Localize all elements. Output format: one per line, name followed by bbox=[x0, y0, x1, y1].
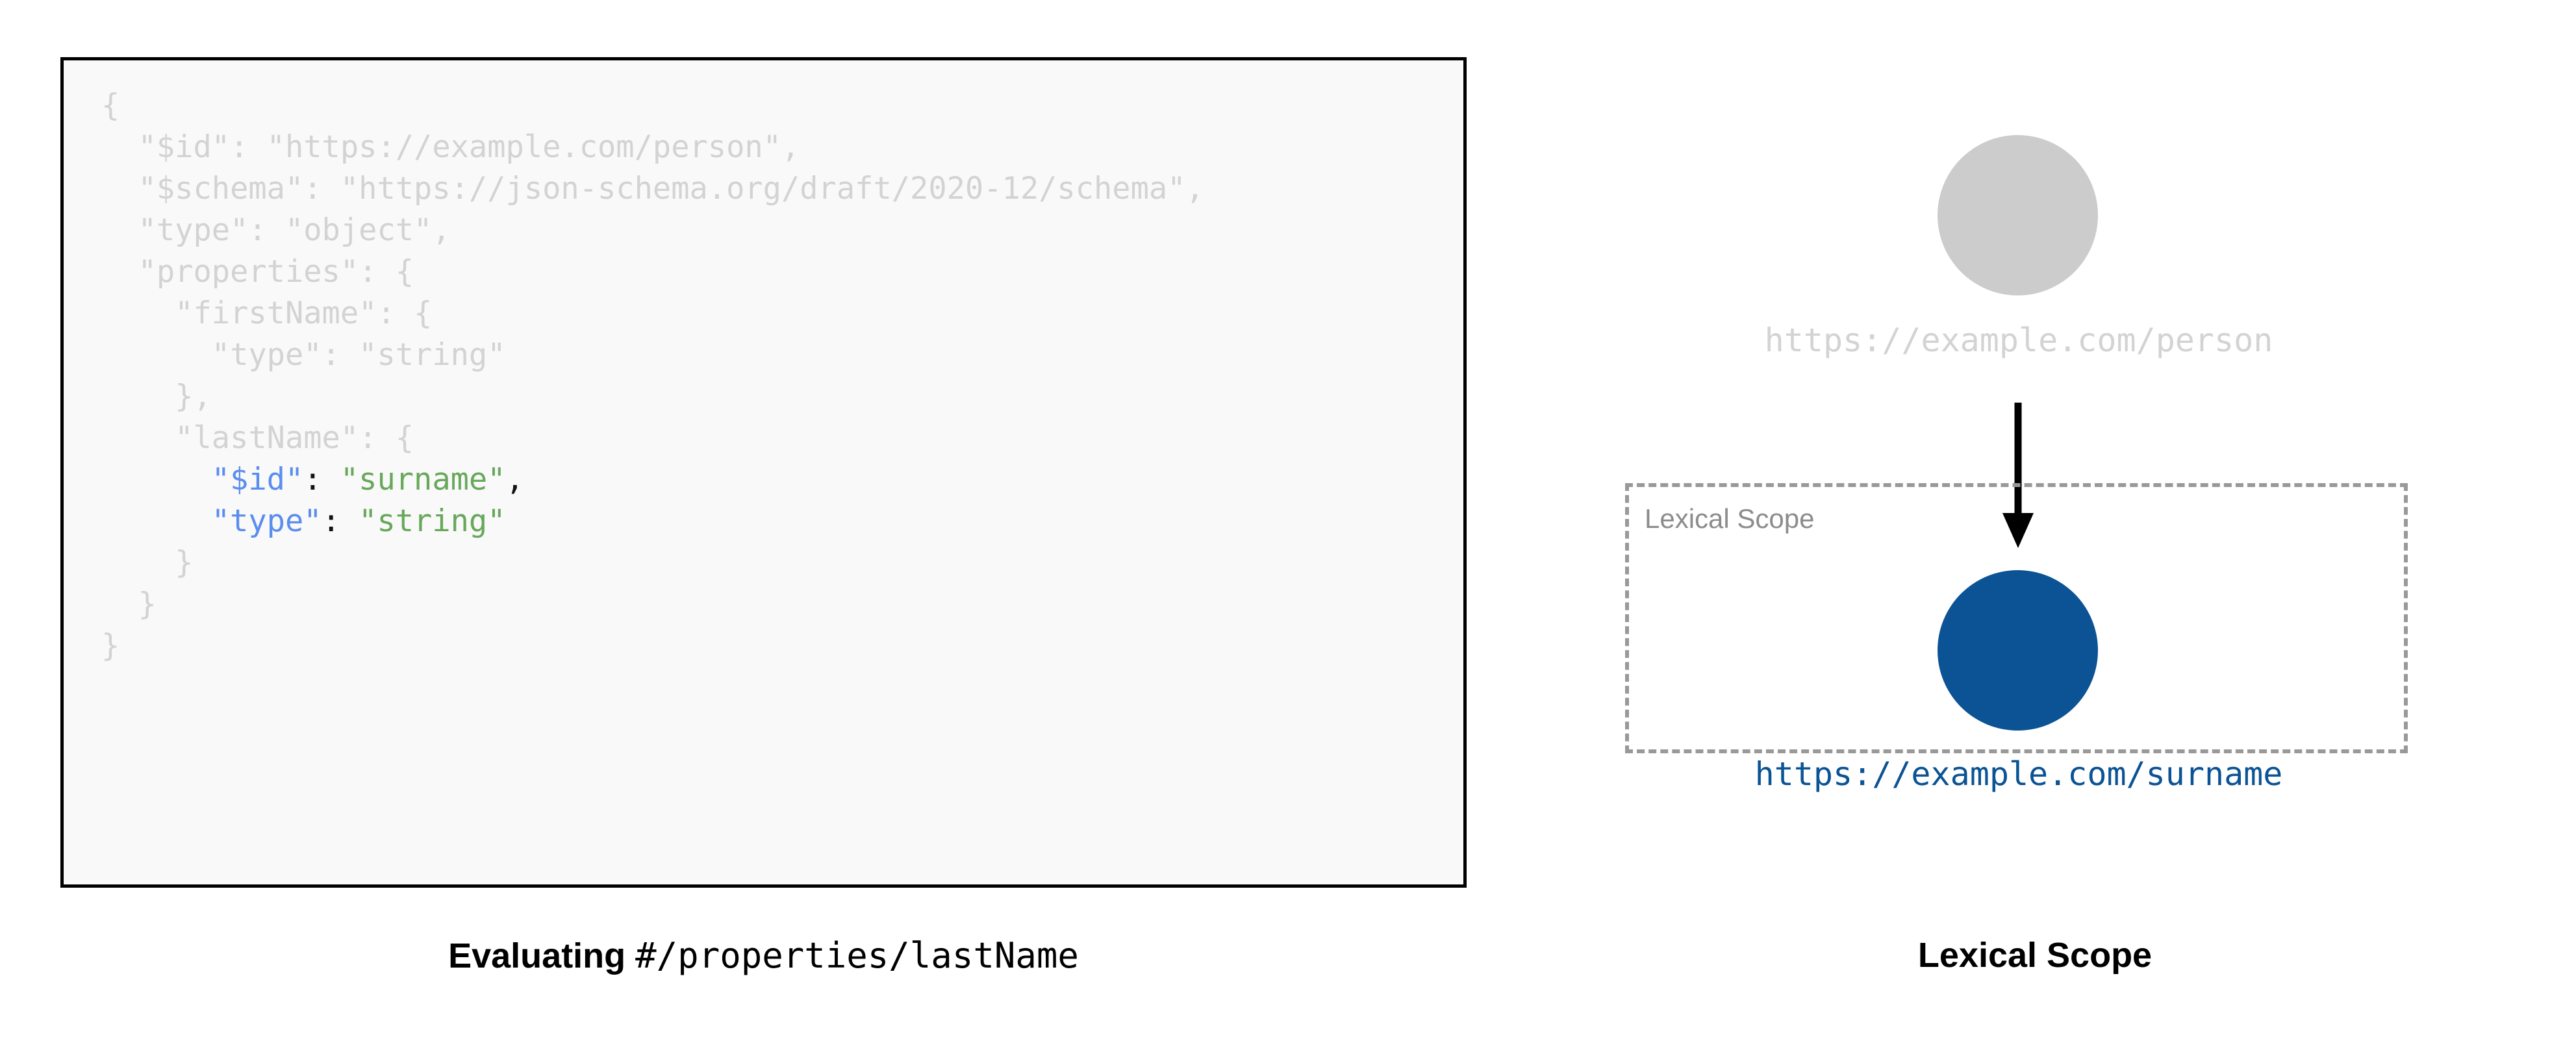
code-text: { bbox=[101, 88, 120, 123]
code-line: "firstName": { bbox=[101, 293, 1204, 334]
code-text: "$id": "https://example.com/person", bbox=[138, 129, 800, 165]
code-text: "firstName": { bbox=[175, 295, 433, 331]
code-line-highlighted: "type": "string" bbox=[101, 501, 1204, 542]
code-text: }, bbox=[175, 379, 212, 414]
code-line: } bbox=[101, 625, 1204, 667]
lexical-scope-boundary bbox=[1625, 483, 2408, 753]
code-trailing: , bbox=[505, 462, 524, 497]
scoped-node-label: https://example.com/surname bbox=[1754, 755, 2283, 793]
code-text: } bbox=[138, 586, 157, 622]
code-text: } bbox=[101, 628, 120, 664]
scoped-node-circle-icon bbox=[1938, 570, 2098, 731]
down-arrow-icon bbox=[2002, 403, 2034, 548]
code-value: "surname" bbox=[340, 462, 506, 497]
code-key: "type" bbox=[211, 503, 322, 539]
code-line: } bbox=[101, 584, 1204, 625]
code-line: "properties": { bbox=[101, 251, 1204, 293]
lexical-scope-boundary-label: Lexical Scope bbox=[1645, 503, 1815, 534]
root-node-circle-icon bbox=[1938, 135, 2098, 295]
left-caption-pointer: #/properties/lastName bbox=[635, 935, 1079, 976]
code-value: "string" bbox=[359, 503, 506, 539]
code-line: "type": "string" bbox=[101, 334, 1204, 376]
code-line: { bbox=[101, 85, 1204, 127]
code-text: "$schema": "https://json-schema.org/draf… bbox=[138, 171, 1204, 207]
code-separator: : bbox=[303, 462, 340, 497]
code-text: "properties": { bbox=[138, 254, 414, 290]
code-line: "lastName": { bbox=[101, 418, 1204, 459]
root-node-label: https://example.com/person bbox=[1764, 321, 2273, 359]
code-text: "type": "object", bbox=[138, 212, 451, 248]
left-caption-bold: Evaluating bbox=[448, 936, 636, 975]
code-line: } bbox=[101, 542, 1204, 584]
code-line: "type": "object", bbox=[101, 210, 1204, 251]
code-line: }, bbox=[101, 376, 1204, 418]
code-text: "type": "string" bbox=[211, 337, 506, 373]
code-line: "$id": "https://example.com/person", bbox=[101, 127, 1204, 168]
code-line-highlighted: "$id": "surname", bbox=[101, 459, 1204, 501]
code-text: } bbox=[175, 545, 194, 581]
json-schema-code-block: { "$id": "https://example.com/person", "… bbox=[101, 85, 1204, 667]
json-schema-code-panel: { "$id": "https://example.com/person", "… bbox=[60, 57, 1467, 888]
code-key: "$id" bbox=[211, 462, 304, 497]
code-text: "lastName": { bbox=[175, 420, 414, 456]
code-separator: : bbox=[322, 503, 359, 539]
right-caption: Lexical Scope bbox=[1917, 936, 2153, 975]
lexical-scope-diagram: https://example.com/person Lexical Scope… bbox=[1494, 0, 2576, 1039]
left-caption: Evaluating #/properties/lastName bbox=[60, 935, 1467, 976]
code-line: "$schema": "https://json-schema.org/draf… bbox=[101, 168, 1204, 210]
